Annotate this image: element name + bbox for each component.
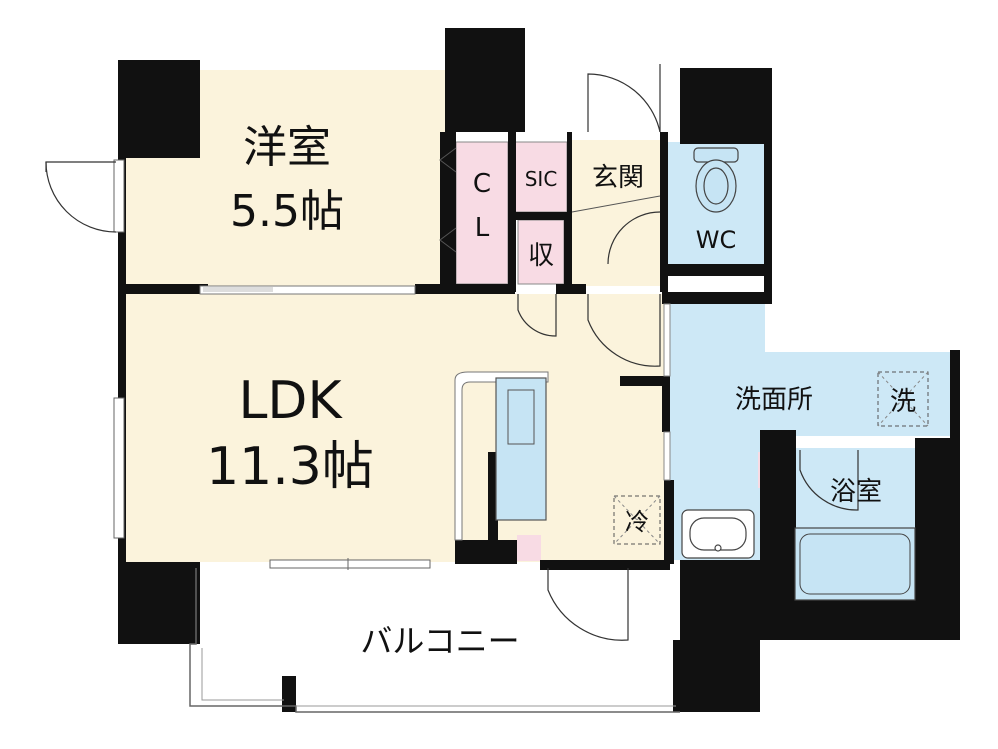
fridge-space: [613, 495, 661, 545]
closet-label-c: C: [473, 169, 491, 199]
bathtub-inner: [799, 533, 911, 595]
western-room-size: 5.5帖: [230, 186, 344, 237]
entrance-label: 玄関: [592, 163, 644, 193]
sic-label: SIC: [525, 167, 558, 191]
bathtub: [794, 527, 916, 601]
balcony-label: バルコニー: [360, 622, 519, 660]
washer-cross-2: [877, 371, 929, 427]
kitchen-sink-basin: [507, 389, 535, 445]
washroom-partition: [663, 303, 671, 377]
toilet-icon: [693, 147, 739, 213]
washroom-floor: [670, 304, 958, 560]
balcony-outline: [189, 568, 680, 713]
washbasin-icon: [681, 509, 755, 559]
ldk-pink-box: [517, 535, 541, 561]
wc-label: WC: [696, 226, 737, 254]
washroom-label: 洗面所: [735, 385, 813, 415]
bath-label: 浴室: [830, 477, 882, 507]
closet-label-l: L: [475, 213, 490, 243]
balcony-inner-rail: [201, 648, 284, 701]
walls: [118, 28, 960, 712]
washroom-partition-lower: [663, 431, 671, 481]
ldk-window-left: [113, 397, 125, 539]
ldk-size: 11.3帖: [206, 437, 374, 497]
ldk-name: LDK: [238, 371, 343, 431]
kitchen-sink-unit: [495, 377, 547, 521]
ldk-window-bottom: [269, 559, 431, 569]
washer-label: 洗: [890, 387, 916, 417]
ldk-floor: [125, 294, 667, 562]
fridge-label: 冷: [625, 508, 649, 536]
entrance-step: [571, 195, 661, 213]
storage-label: 収: [528, 241, 554, 271]
fridge-cross-1: [613, 495, 661, 545]
fridge-cross-2: [613, 495, 661, 545]
closet-fold-marks: [439, 147, 457, 253]
western-window: [113, 159, 125, 233]
kitchen-counter: [454, 371, 549, 541]
western-room-name: 洋室: [243, 122, 331, 173]
door-swings: [45, 64, 859, 641]
western-sliding-door: [199, 285, 416, 295]
washer-space: [877, 371, 929, 427]
western-sliding-door-pattern: [203, 287, 273, 292]
